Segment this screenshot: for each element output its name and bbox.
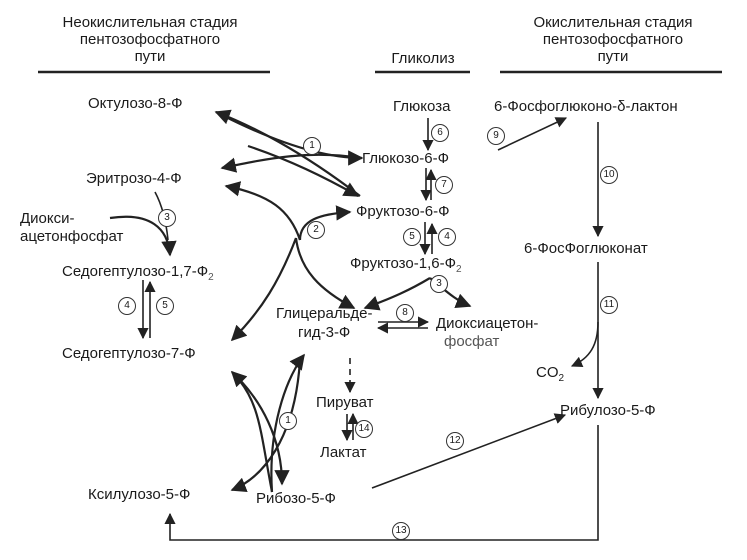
header-nonoxidative-line1: Неокислительная стадия bbox=[62, 14, 238, 31]
header-oxidative: Окислительная стадия пентозофосфатного п… bbox=[498, 14, 728, 65]
sedoheptulose-7p: Седогептулозо-7-Ф bbox=[62, 345, 196, 362]
enzyme-5-mid: 5 bbox=[403, 228, 421, 246]
header-oxidative-line1: Окислительная стадия bbox=[533, 14, 693, 31]
enzyme-2: 2 bbox=[307, 221, 325, 239]
arrow-to-xylulose bbox=[230, 359, 302, 492]
arrow-to-sedo7-bottom bbox=[230, 370, 274, 493]
erythrose-4p: Эритрозо-4-Ф bbox=[86, 170, 182, 187]
enzyme-3-left: 3 bbox=[158, 209, 176, 227]
header-glycolysis: Гликолиз bbox=[391, 50, 455, 67]
header-oxidative-line3: пути bbox=[597, 48, 629, 65]
enzyme-1-bottom: 1 bbox=[279, 412, 297, 430]
arrow-ribulose-to-xylulose bbox=[164, 425, 599, 541]
enzyme-1-top: 1 bbox=[303, 137, 321, 155]
dhap-left-line1: Диокси- bbox=[20, 210, 75, 227]
sedoheptulose-1-7-bp: Седогептулозо-1,7-Ф2 bbox=[62, 263, 214, 283]
pyruvate: Пируват bbox=[316, 394, 374, 411]
fructose-1-6-bp-sub: 2 bbox=[455, 264, 462, 275]
header-nonoxidative-line3: пути bbox=[134, 48, 166, 65]
gap-line1: Глицеральде- bbox=[276, 305, 373, 322]
phosphogluconolactone: 6-Фосфоглюконо-δ-лактон bbox=[494, 98, 678, 115]
arrow-to-octulose bbox=[214, 109, 361, 197]
arrow-co2-release bbox=[570, 321, 599, 368]
phosphogluconate: 6-ФосФоглюконат bbox=[524, 240, 648, 257]
enzyme-7: 7 bbox=[435, 176, 453, 194]
arrow-g6p-to-lactone bbox=[497, 117, 568, 151]
sedoheptulose-1-7-bp-text: Седогептулозо-1,7-Ф bbox=[62, 263, 209, 280]
enzyme-3-mid: 3 bbox=[430, 275, 448, 293]
enzyme-12: 12 bbox=[446, 432, 464, 450]
fructose-1-6-bp-text: Фруктозо-1,6-Ф bbox=[350, 255, 456, 272]
header-nonoxidative-line2: пентозофосфатного bbox=[79, 31, 221, 48]
ribulose-5p: Рибулозо-5-Ф bbox=[560, 402, 656, 419]
enzyme-10: 10 bbox=[600, 166, 618, 184]
arrow-to-ribose bbox=[231, 371, 290, 486]
enzyme-4-left: 4 bbox=[118, 297, 136, 315]
arrow-to-sedoheptulose7-2 bbox=[230, 237, 298, 342]
arrow-to-gap-2 bbox=[294, 237, 356, 309]
co2-text: CO bbox=[536, 364, 559, 381]
fructose-6p: Фруктозо-6-Ф bbox=[356, 203, 450, 220]
enzyme-6: 6 bbox=[431, 124, 449, 142]
co2: CO2 bbox=[536, 364, 565, 384]
arrow-to-glucose6p bbox=[215, 111, 364, 166]
arrow-to-fructose6p bbox=[298, 205, 352, 241]
fructose-1-6-bp: Фруктозо-1,6-Ф2 bbox=[350, 255, 462, 275]
sedoheptulose-1-7-bp-sub: 2 bbox=[208, 272, 214, 283]
arrow-to-erythrose bbox=[220, 153, 361, 173]
dhap-right-line2: фосфат bbox=[444, 333, 500, 350]
arrow-to-gap-bottom bbox=[270, 353, 305, 493]
dhap-right-line1: Диоксиацетон- bbox=[436, 315, 539, 332]
header-nonoxidative: Неокислительная стадия пентозофосфатного… bbox=[30, 14, 270, 65]
dhap-left-line2: ацетонфосфат bbox=[20, 228, 124, 245]
arrow-f16-to-gap bbox=[363, 277, 431, 311]
header-oxidative-line2: пентозофосфатного bbox=[542, 31, 684, 48]
enzyme-13: 13 bbox=[392, 522, 410, 540]
arrow-top-cross bbox=[247, 144, 360, 197]
glucose-6p: Глюкозо-6-Ф bbox=[362, 150, 449, 167]
arrow-to-ribulose bbox=[371, 413, 567, 489]
enzyme-4-mid: 4 bbox=[438, 228, 456, 246]
glucose: Глюкоза bbox=[393, 98, 451, 115]
enzyme-5-left: 5 bbox=[156, 297, 174, 315]
enzyme-8: 8 bbox=[396, 304, 414, 322]
gap-line2: гид-3-Ф bbox=[298, 324, 351, 341]
enzyme-9: 9 bbox=[487, 127, 505, 145]
octulose-8p: Октулозо-8-Ф bbox=[88, 95, 183, 112]
enzyme-14: 14 bbox=[355, 420, 373, 438]
ribose-5p: Рибозо-5-Ф bbox=[256, 490, 336, 507]
co2-sub: 2 bbox=[558, 373, 565, 384]
xylulose-5p: Ксилулозо-5-Ф bbox=[88, 486, 191, 503]
lactate: Лактат bbox=[320, 444, 367, 461]
arrow-dhap-to-sedo17 bbox=[109, 215, 177, 257]
arrow-to-erythrose-2 bbox=[224, 181, 302, 241]
enzyme-11: 11 bbox=[600, 296, 618, 314]
